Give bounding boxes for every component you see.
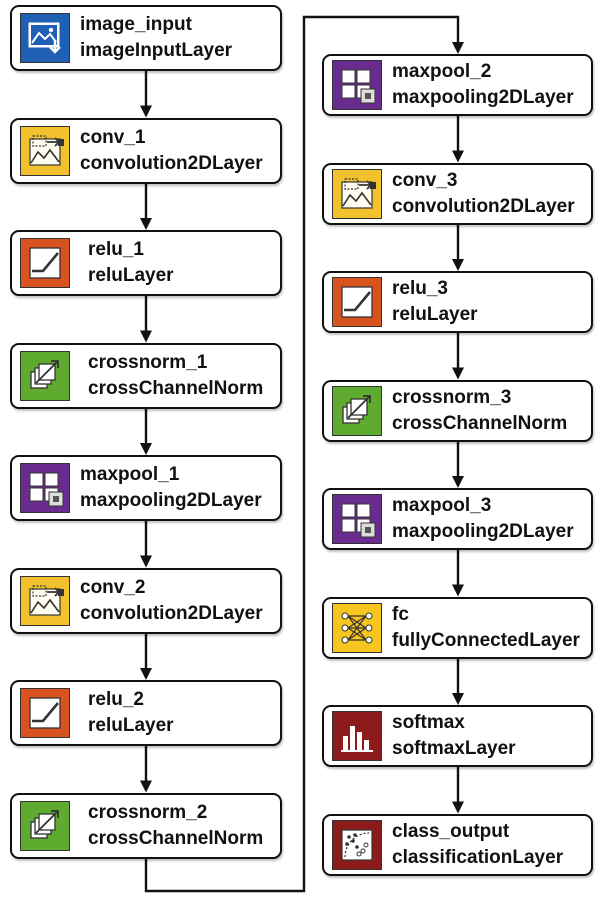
layer-name: maxpool_1	[80, 464, 180, 485]
layer-node-relu-1[interactable]: relu_1 reluLayer	[10, 230, 282, 296]
image-input-icon	[20, 13, 70, 63]
layer-name: softmax	[392, 712, 465, 733]
layer-type: maxpooling2DLayer	[80, 490, 262, 511]
softmax-icon	[332, 711, 382, 761]
layer-node-maxpool-3[interactable]: maxpool_3 maxpooling2DLayer	[322, 488, 593, 550]
layer-node-relu-3[interactable]: relu_3 reluLayer	[322, 271, 593, 333]
layer-node-softmax[interactable]: softmax softmaxLayer	[322, 705, 593, 767]
cross-channel-norm-icon	[20, 800, 70, 851]
maxpooling-icon	[332, 60, 382, 110]
connection-arrow	[452, 441, 464, 488]
maxpooling-icon	[20, 463, 70, 513]
convolution-icon	[20, 575, 70, 626]
convolution-icon	[332, 168, 382, 219]
layer-type: softmaxLayer	[392, 738, 516, 759]
layer-name: fc	[392, 603, 409, 625]
layer-node-relu-2[interactable]: relu_2 reluLayer	[10, 680, 282, 746]
layer-node-crossnorm-1[interactable]: crossnorm_1 crossChannelNorm	[10, 342, 282, 409]
layer-type: convolution2DLayer	[392, 195, 575, 217]
layer-name: relu_2	[88, 689, 144, 710]
relu-icon	[332, 277, 382, 327]
relu-icon	[20, 238, 70, 288]
connection-arrow	[452, 767, 464, 814]
layer-node-crossnorm-2[interactable]: crossnorm_2 crossChannelNorm	[10, 792, 282, 859]
layer-node-conv-2[interactable]: conv_2 convolution2DLayer	[10, 567, 282, 634]
layer-name: maxpool_3	[392, 495, 492, 516]
connection-arrow	[140, 71, 152, 118]
connection-arrow	[452, 658, 464, 705]
connection-arrow	[140, 746, 152, 793]
layer-node-image-input[interactable]: image_input imageInputLayer	[10, 5, 282, 71]
layer-name: maxpool_2	[392, 61, 492, 82]
fully-connected-icon	[332, 602, 382, 653]
layer-type: maxpooling2DLayer	[392, 521, 574, 542]
cross-channel-norm-icon	[20, 350, 70, 401]
connection-arrow	[452, 224, 464, 271]
layer-node-maxpool-1[interactable]: maxpool_1 maxpooling2DLayer	[10, 455, 282, 521]
connection-arrow	[452, 116, 464, 163]
connection-arrow	[140, 408, 152, 455]
layer-type: reluLayer	[88, 715, 174, 736]
layer-name: relu_3	[392, 278, 448, 299]
layer-name: conv_1	[80, 126, 146, 148]
layer-name: class_output	[392, 820, 510, 842]
layer-name: conv_3	[392, 169, 458, 191]
layer-type: convolution2DLayer	[80, 602, 263, 624]
column-connector-arrow	[144, 15, 464, 893]
convolution-icon	[20, 125, 70, 176]
layer-name: relu_1	[88, 239, 144, 260]
layer-node-crossnorm-3[interactable]: crossnorm_3 crossChannelNorm	[322, 379, 593, 442]
layer-type: classificationLayer	[392, 846, 564, 868]
connection-arrow	[452, 333, 464, 380]
layer-node-fc[interactable]: fc fullyConnectedLayer	[322, 596, 593, 659]
connection-arrow	[140, 521, 152, 568]
layer-type: fullyConnectedLayer	[392, 629, 580, 651]
layer-type: maxpooling2DLayer	[392, 87, 574, 108]
cross-channel-norm-icon	[332, 385, 382, 436]
layer-name: image_input	[80, 14, 192, 35]
classification-icon	[332, 819, 382, 870]
layer-node-maxpool-2[interactable]: maxpool_2 maxpooling2DLayer	[322, 54, 593, 116]
layer-name: conv_2	[80, 576, 146, 598]
layer-type: reluLayer	[392, 304, 478, 325]
layer-name: crossnorm_3	[392, 386, 512, 408]
relu-icon	[20, 688, 70, 738]
layer-type: imageInputLayer	[80, 40, 233, 61]
layer-type: crossChannelNorm	[88, 377, 264, 399]
layer-type: convolution2DLayer	[80, 152, 263, 174]
layer-name: crossnorm_1	[88, 351, 208, 373]
layer-type: crossChannelNorm	[392, 412, 568, 434]
connection-arrow	[140, 296, 152, 343]
maxpooling-icon	[332, 494, 382, 544]
connection-arrow	[452, 550, 464, 597]
layer-node-class-output[interactable]: class_output classificationLayer	[322, 813, 593, 876]
connection-arrow	[140, 633, 152, 680]
layer-type: reluLayer	[88, 265, 174, 286]
layer-node-conv-1[interactable]: conv_1 convolution2DLayer	[10, 117, 282, 184]
layer-name: crossnorm_2	[88, 801, 208, 823]
layer-node-conv-3[interactable]: conv_3 convolution2DLayer	[322, 162, 593, 225]
connection-arrow	[140, 183, 152, 230]
layer-type: crossChannelNorm	[88, 827, 264, 849]
